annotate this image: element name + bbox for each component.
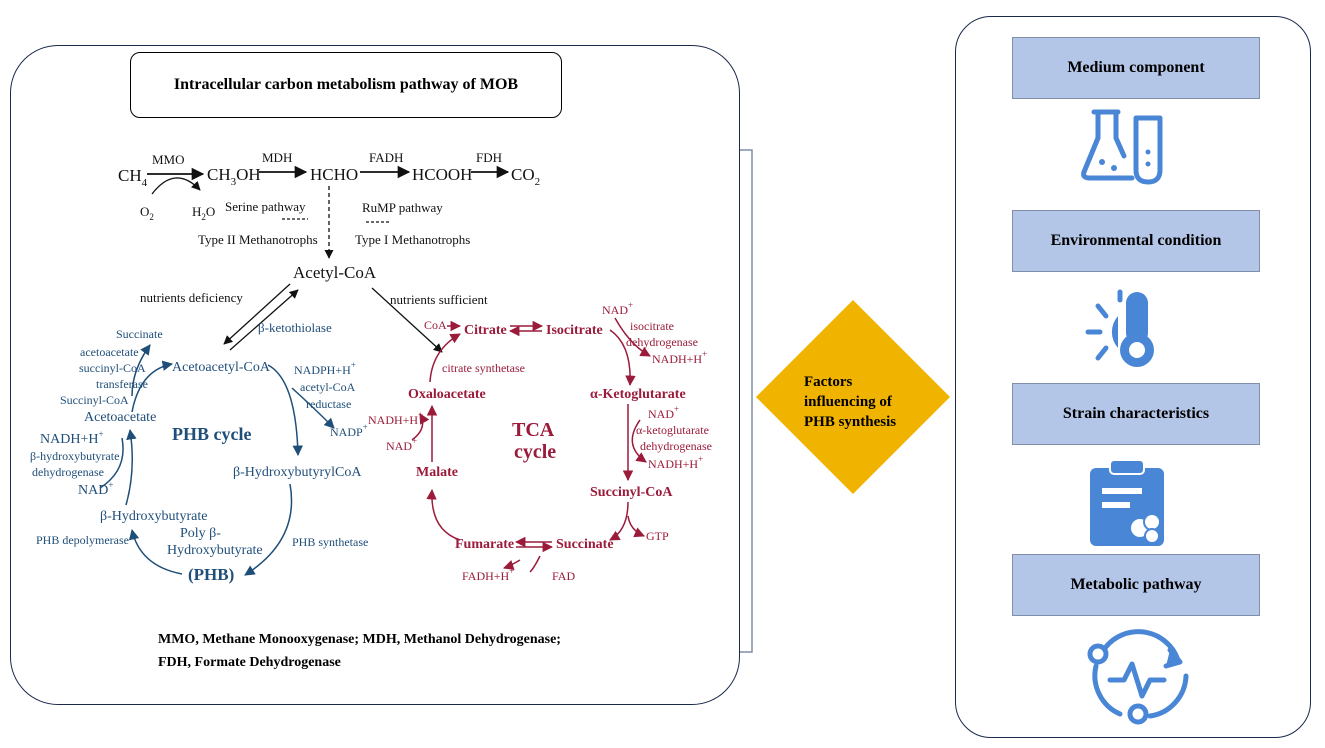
nutrients-sufficient-label: nutrients sufficient: [390, 292, 488, 307]
ketoglutarate-label: α-Ketoglutarate: [590, 387, 686, 402]
succinyl-coa-phb-label: Succinyl-CoA: [60, 393, 129, 407]
sun-thermometer-icon: [1085, 289, 1154, 367]
factor-environmental-condition: Environmental condition: [1012, 210, 1260, 272]
malate-label: Malate: [416, 465, 458, 480]
succinyl-coa-enzyme-label: succinyl-CoA: [79, 361, 146, 375]
coa-label: CoA: [424, 318, 447, 332]
succinate-phb-label: Succinate: [116, 327, 163, 341]
ch4-label: CH4: [118, 166, 148, 189]
o2-label: O2: [140, 204, 154, 222]
fdh-label: FDH: [476, 150, 502, 165]
pathway-panel: [10, 45, 740, 705]
lab-flask-icon: [1081, 109, 1163, 185]
phb-synthetase-label: PHB synthetase: [292, 535, 368, 549]
clipboard-report-icon: [1090, 459, 1164, 546]
kg-dehydrogenase-label-2: dehydrogenase: [640, 439, 712, 453]
ketothiolase-label: β-ketothiolase: [258, 320, 332, 335]
center-label-line-3: PHB synthesis: [804, 414, 896, 430]
isocitrate-label: Isocitrate: [546, 323, 603, 338]
acetoacetate-label: Acetoacetate: [84, 410, 156, 425]
isocitrate-dehydrogenase-label-1: isocitrate: [630, 319, 674, 333]
acetyl-coa-reductase-label-1: acetyl-CoA: [300, 380, 356, 394]
co2-label: CO2: [511, 165, 540, 188]
nadph-label: NADPH+H+: [294, 360, 356, 377]
nad-tca-label-1: NAD+: [602, 300, 633, 317]
poly-hydroxybutyrate-label-2: Hydroxybutyrate: [167, 543, 263, 558]
bhb-dehydrogenase-label-1: β-hydroxybutyrate: [30, 449, 119, 463]
transferase-label: transferase: [96, 377, 148, 391]
type1-methanotrophs-label: Type I Methanotrophs: [355, 232, 470, 247]
nadh-tca-label-3: NADH+H+: [648, 454, 703, 471]
nadp-label: NADP+: [330, 422, 368, 439]
citrate-label: Citrate: [464, 323, 507, 338]
center-label-line-1: Factors: [804, 374, 852, 390]
pathway-title: Intracellular carbon metabolism pathway …: [130, 52, 562, 118]
gtp-label: GTP: [646, 529, 669, 543]
mmo-label: MMO: [152, 152, 185, 167]
oxaloacetate-label: Oxaloacetate: [408, 387, 486, 402]
nadh-phb-label: NADH+H+: [40, 429, 104, 447]
factors-diamond: [756, 300, 950, 494]
tca-cycle-label-2: cycle: [514, 441, 556, 463]
h2o-label: H2O: [192, 204, 215, 222]
hydroxybutyryl-coa-label: β-HydroxybutyrylCoA: [233, 465, 362, 480]
ch3oh-label: CH3OH: [207, 165, 261, 188]
phb-abbr-label: (PHB): [188, 565, 234, 584]
acetoacetate-enzyme-label: acetoacetate: [80, 345, 139, 359]
tca-cycle-label-1: TCA: [512, 419, 555, 441]
citrate-synthetase-label: citrate synthetase: [442, 361, 525, 375]
nadh-tca-label-1: NADH+H+: [652, 349, 707, 366]
cycle-pulse-icon: [1087, 629, 1189, 725]
phb-cycle-label: PHB cycle: [172, 424, 251, 444]
rump-pathway-label: RuMP pathway: [362, 200, 443, 215]
factor-metabolic-pathway: Metabolic pathway: [1012, 554, 1260, 616]
nutrients-deficiency-label: nutrients deficiency: [140, 290, 243, 305]
nadh-tca-label-2: NADH+H+: [368, 410, 423, 427]
succinyl-coa-tca-label: Succinyl-CoA: [590, 485, 673, 500]
poly-hydroxybutyrate-label-1: Poly β-: [180, 526, 221, 541]
phb-depolymerase-label: PHB depolymerase: [36, 533, 129, 547]
type2-methanotrophs-label: Type II Methanotrophs: [198, 232, 318, 247]
bhb-dehydrogenase-label-2: dehydrogenase: [32, 465, 104, 479]
factor-strain-characteristics: Strain characteristics: [1012, 383, 1260, 445]
nad-tca-label-3: NAD+: [386, 436, 417, 453]
serine-pathway-label: Serine pathway: [225, 199, 306, 214]
fumarate-label: Fumarate: [455, 537, 514, 552]
factor-medium-component: Medium component: [1012, 37, 1260, 99]
fad-label: FAD: [552, 569, 575, 583]
succinate-tca-label: Succinate: [556, 537, 614, 552]
hcho-label: HCHO: [310, 165, 358, 184]
acetyl-coa-reductase-label-2: reductase: [306, 397, 351, 411]
factors-panel: [955, 16, 1311, 738]
mdh-label: MDH: [262, 150, 292, 165]
footnote-line-1: MMO, Methane Monooxygenase; MDH, Methano…: [158, 632, 561, 647]
isocitrate-dehydrogenase-label-2: dehydrogenase: [626, 335, 698, 349]
center-label-line-2: influencing of: [804, 394, 893, 410]
fadh-label: FADH: [369, 150, 403, 165]
footnote-line-2: FDH, Formate Dehydrogenase: [158, 655, 341, 670]
hcooh-label: HCOOH: [412, 165, 472, 184]
kg-dehydrogenase-label-1: α-ketoglutarate: [636, 423, 709, 437]
group-bracket: [740, 149, 753, 653]
hydroxybutyrate-label: β-Hydroxybutyrate: [100, 509, 207, 524]
acetyl-coa-label: Acetyl-CoA: [293, 263, 377, 282]
acetoacetyl-coa-label: Acetoacetyl-CoA: [172, 360, 271, 375]
fadh-label: FADH+H+: [462, 566, 514, 583]
nad-tca-label-2: NAD+: [648, 404, 679, 421]
